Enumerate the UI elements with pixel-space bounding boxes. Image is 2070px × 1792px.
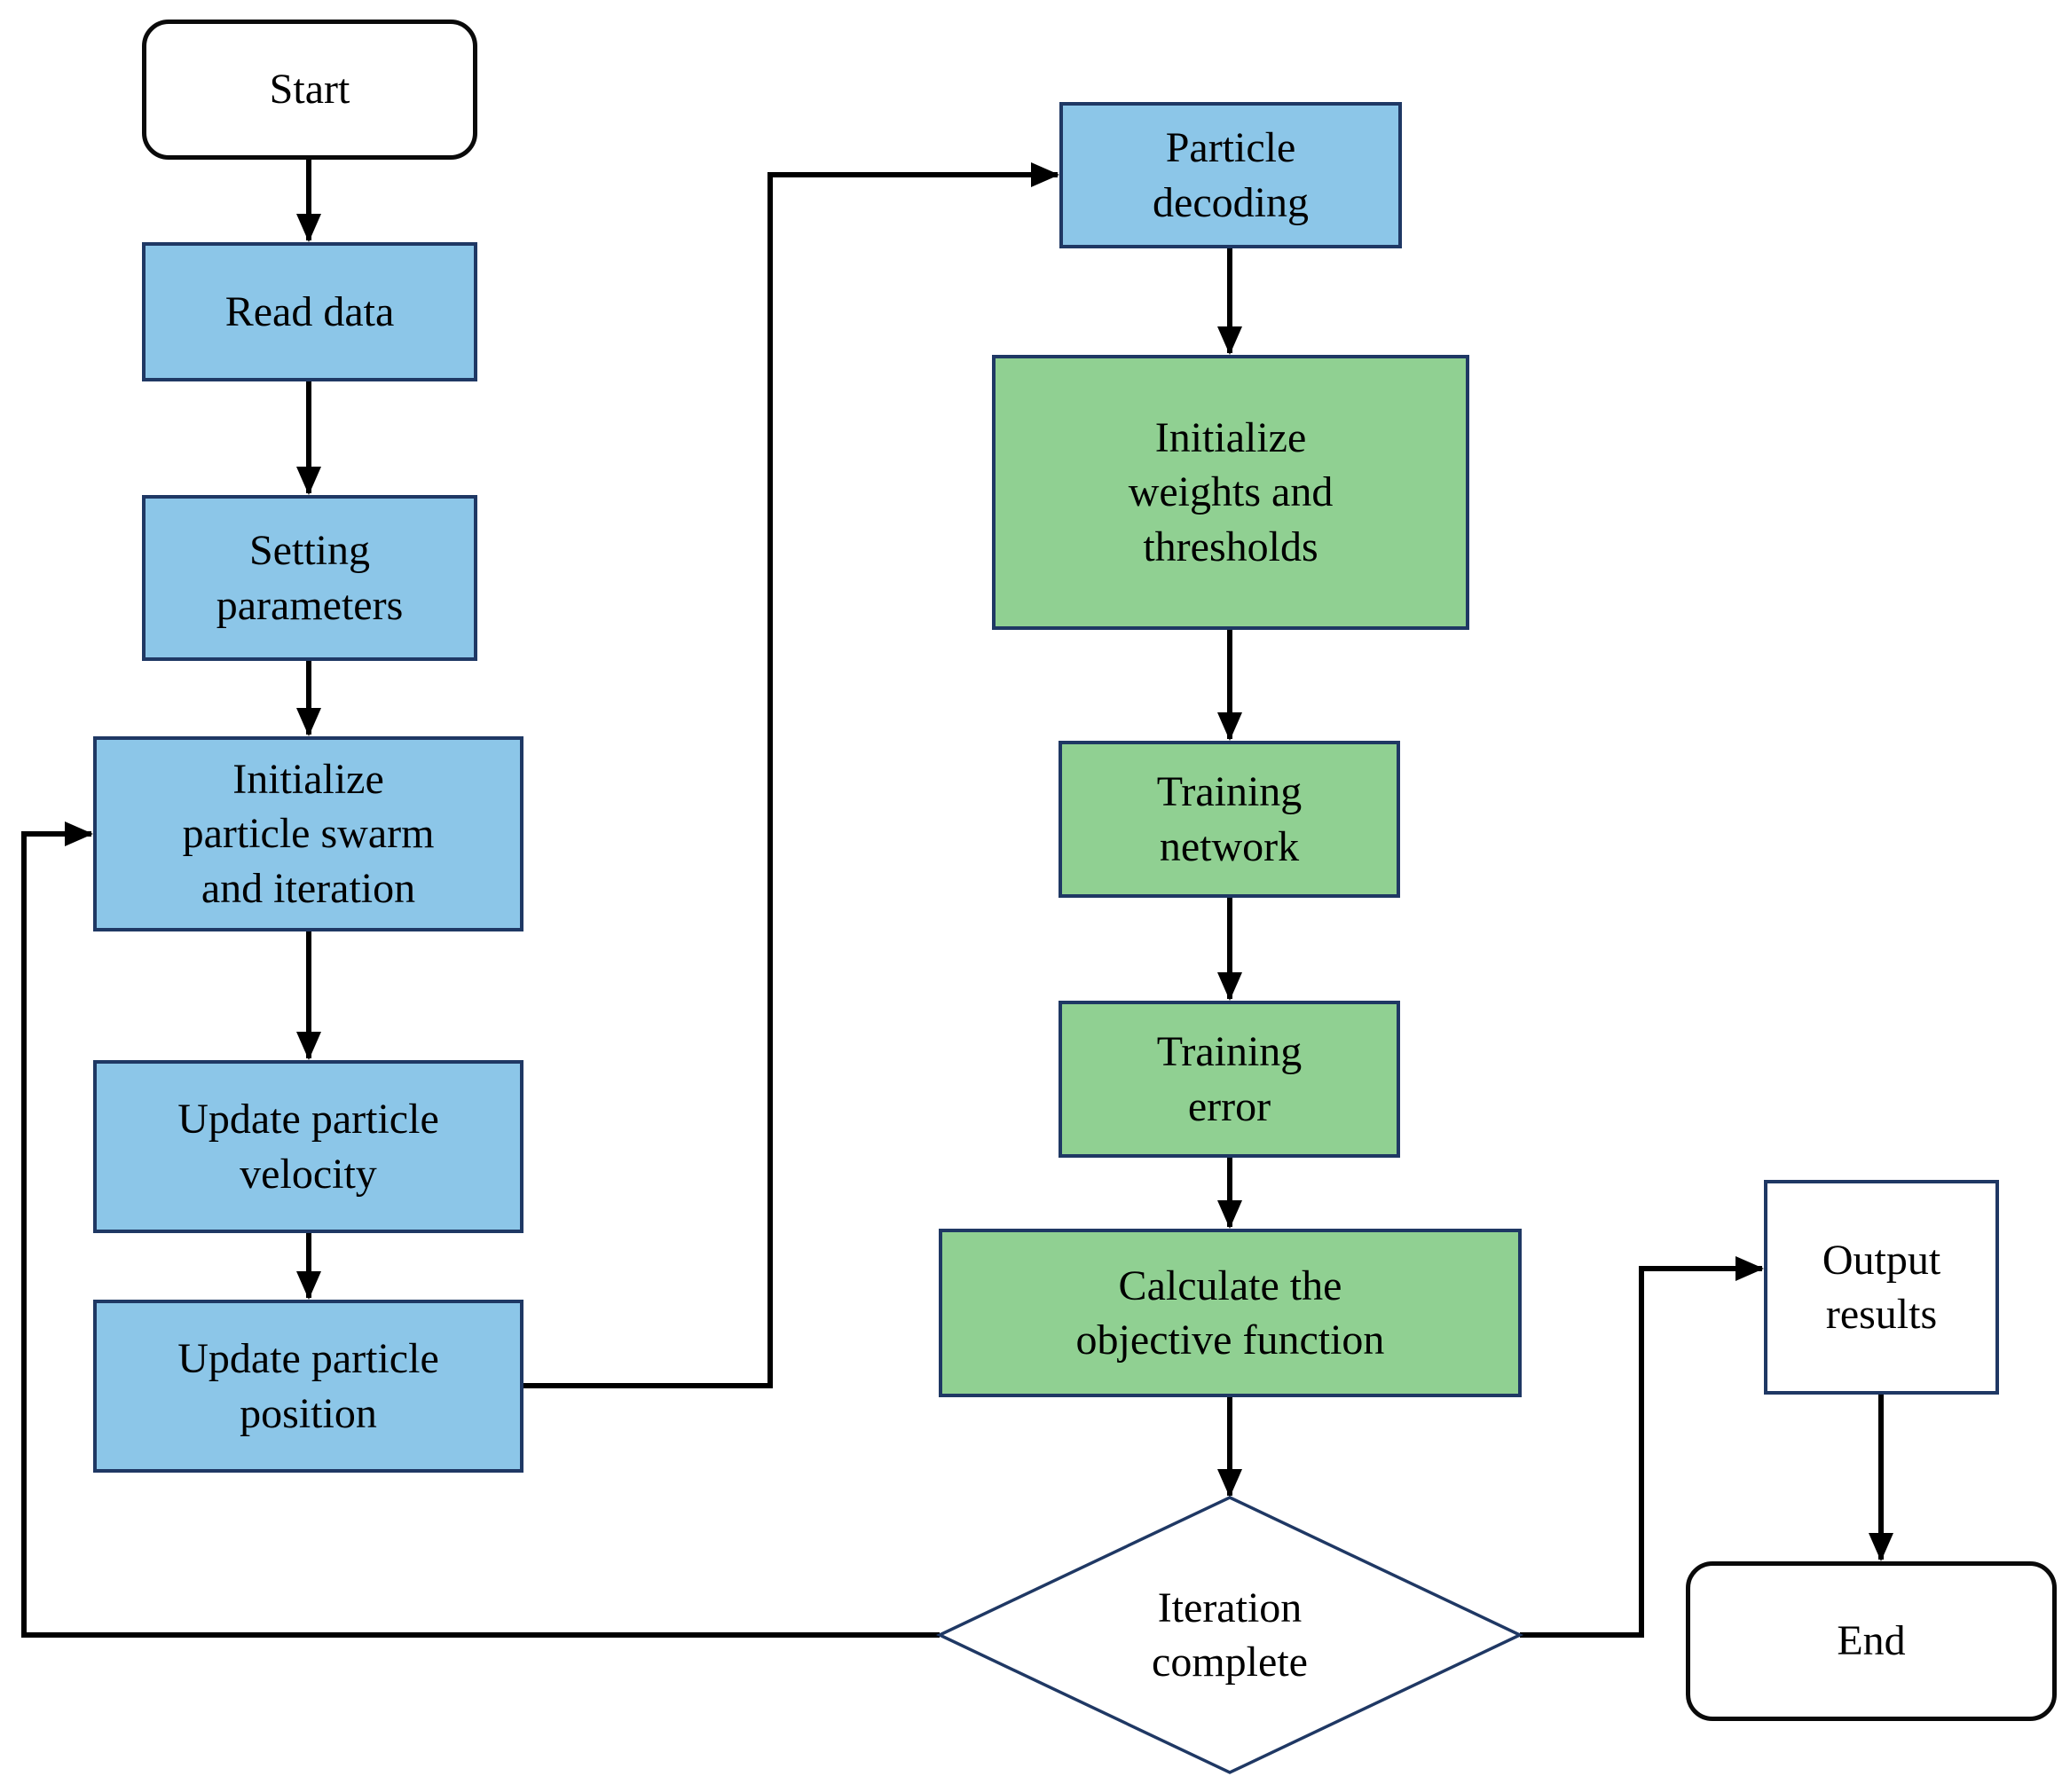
node-setting-parameters: Setting parameters (142, 495, 477, 661)
node-training-error: Training error (1059, 1001, 1400, 1158)
node-end: End (1686, 1561, 2057, 1721)
node-iteration-complete-label: Iteration complete (1152, 1584, 1308, 1686)
decision-diamond (935, 1496, 1524, 1774)
node-particle-decoding: Particle decoding (1059, 102, 1402, 248)
node-read-data: Read data (142, 242, 477, 381)
node-output-results: Output results (1764, 1180, 1999, 1395)
node-initialize-weights-thresholds: Initialize weights and thresholds (992, 355, 1469, 630)
node-start: Start (142, 20, 477, 160)
node-update-particle-velocity: Update particle velocity (93, 1060, 523, 1233)
node-update-particle-position: Update particle position (93, 1300, 523, 1473)
edge-iteration-complete-to-output-results (1520, 1256, 1764, 1638)
node-initialize-particle-swarm: Initialize particle swarm and iteration (93, 736, 523, 931)
edge-iteration-complete-loop-to-init-swarm (21, 821, 940, 1638)
node-calculate-objective-function: Calculate the objective function (939, 1229, 1522, 1397)
node-training-network: Training network (1059, 741, 1400, 898)
edge-update-position-to-particle-decoding (523, 162, 1059, 1388)
